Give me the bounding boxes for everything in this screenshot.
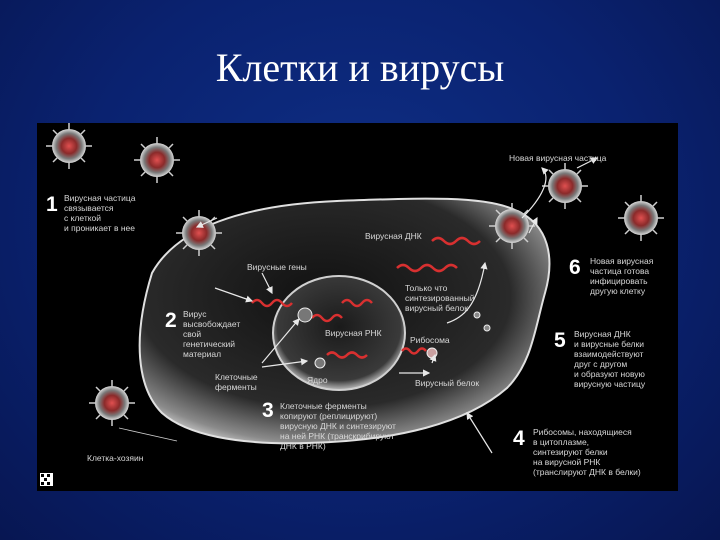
viral-dna-strand: [396, 263, 458, 273]
viral-genes-strand: [251, 298, 293, 308]
virus-particle: [134, 137, 180, 183]
viral-protein-strand: [401, 347, 427, 355]
label-enzymes: Клеточные ферменты: [215, 372, 258, 392]
capsid-protein: [483, 324, 491, 332]
label-viral-genes: Вирусные гены: [247, 262, 307, 272]
virus-particle: [618, 195, 664, 241]
capsid-protein: [473, 311, 481, 319]
viral-dna-strand: [341, 298, 373, 308]
step-6-number: 6: [569, 256, 581, 279]
step-1-number: 1: [46, 193, 58, 216]
viral-dna-strand: [311, 313, 343, 323]
step-3-number: 3: [262, 399, 274, 422]
label-new-particle: Новая вирусная частица: [509, 153, 607, 163]
virus-particle: [176, 210, 222, 256]
virus-particle: [89, 380, 135, 426]
label-viral-rna: Вирусная РНК: [325, 328, 382, 338]
step-6-text: Новая вирусная частица готова инфицирова…: [590, 256, 654, 296]
step-2-number: 2: [165, 309, 177, 332]
label-viral-protein: Вирусный белок: [415, 378, 480, 388]
diagram-panel: 1 2 3 4 5 6 Вирусная частица связывается…: [37, 123, 678, 491]
step-4-number: 4: [513, 427, 525, 450]
viral-rna-strand: [326, 351, 368, 359]
step-5-text: Вирусная ДНК и вирусные белки взаимодейс…: [574, 329, 646, 389]
label-new-protein: Только что синтезированный вирусный бело…: [405, 283, 475, 313]
capsid-protein: [297, 307, 313, 323]
virus-particle: [46, 123, 92, 169]
step-4-text: Рибосомы, находящиеся в цитоплазме, синт…: [533, 427, 641, 477]
step-3-text: Клеточные ферменты копируют (реплицируют…: [280, 401, 396, 451]
step-5-number: 5: [554, 329, 566, 352]
slide-title: Клетки и вирусы: [215, 45, 505, 90]
publisher-logo: [40, 473, 53, 486]
ribosome: [426, 347, 438, 359]
label-nucleus: Ядро: [307, 375, 328, 385]
virus-particle: [489, 203, 535, 249]
step-1-text: Вирусная частица связывается с клеткой и…: [64, 193, 136, 233]
label-host-cell: Клетка-хозяин: [87, 453, 144, 463]
viral-dna-strand: [431, 236, 481, 246]
cell-illustration: [46, 123, 664, 454]
virus-particle: [542, 163, 588, 209]
label-ribosome: Рибосома: [410, 335, 450, 345]
capsid-protein: [314, 357, 326, 369]
label-viral-dna: Вирусная ДНК: [365, 231, 422, 241]
step-2-text: Вирус высвобождает свой генетический мат…: [183, 309, 241, 359]
